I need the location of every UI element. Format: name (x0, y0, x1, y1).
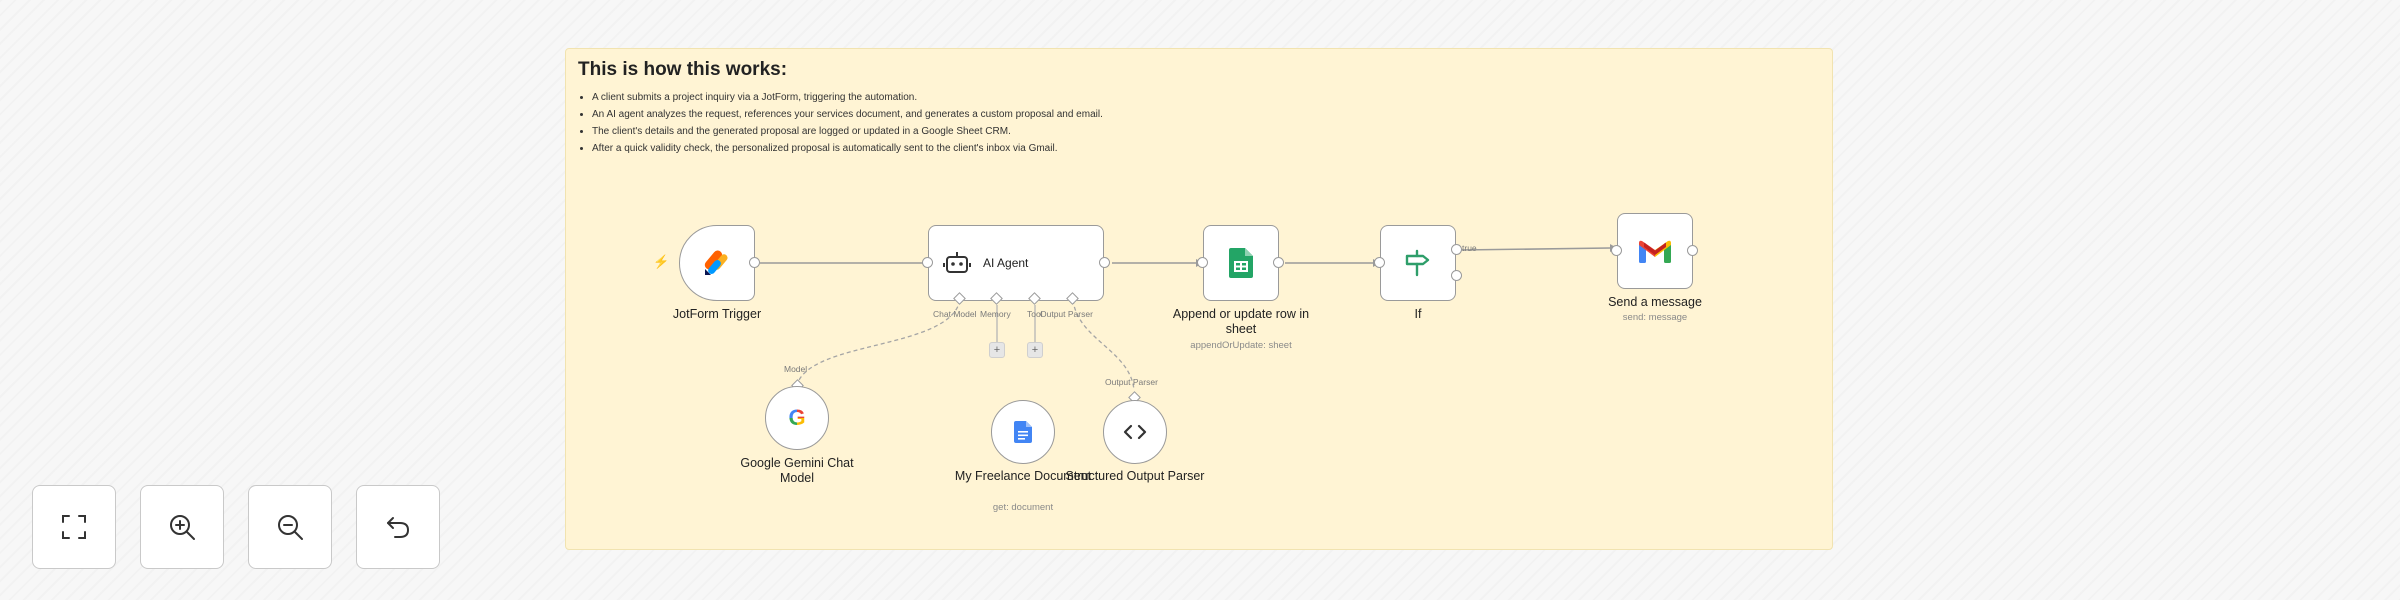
sticky-note[interactable]: This is how this works: A client submits… (565, 48, 1833, 550)
google-docs-node[interactable] (991, 400, 1055, 464)
sheets-output-port[interactable] (1273, 257, 1284, 268)
sticky-bullets: A client submits a project inquiry via a… (578, 89, 1103, 157)
if-label: If (1414, 307, 1422, 321)
ai-agent-input-port[interactable] (922, 257, 933, 268)
jotform-trigger-node[interactable] (679, 225, 755, 301)
sheets-label: Append or update row in sheet (1172, 307, 1310, 336)
model-connection-label: Model (784, 364, 808, 374)
connection-if-gmail (1459, 247, 1611, 251)
output-parser-port-label: Output Parser (1040, 309, 1093, 319)
google-sheets-node[interactable] (1203, 225, 1279, 301)
sticky-bullet: The client's details and the generated p… (592, 123, 1103, 140)
gmail-input-port[interactable] (1611, 245, 1622, 256)
output-parser-connection-label: Output Parser (1105, 377, 1158, 387)
connection-agent-output-parser (1072, 299, 1135, 391)
if-input-port[interactable] (1374, 257, 1385, 268)
robot-icon (943, 252, 971, 273)
sheets-input-port[interactable] (1197, 257, 1208, 268)
memory-port-label: Memory (980, 309, 1011, 319)
gmail-output-port[interactable] (1687, 245, 1698, 256)
gemini-label: Google Gemini Chat Model (740, 456, 854, 485)
jotform-output-port[interactable] (749, 257, 760, 268)
zoom-out-button[interactable] (248, 485, 332, 569)
structured-output-parser-node[interactable] (1103, 400, 1167, 464)
sticky-bullet: A client submits a project inquiry via a… (592, 89, 1103, 106)
fit-view-button[interactable] (32, 485, 116, 569)
fullscreen-icon (62, 515, 86, 539)
document-label: My Freelance Document (954, 469, 1092, 483)
add-tool-button[interactable]: + (1027, 342, 1043, 358)
trigger-bolt-icon: ⚡ (653, 254, 670, 269)
sticky-title: This is how this works: (578, 59, 788, 80)
gmail-label: Send a message (1608, 295, 1702, 309)
ai-agent-node[interactable]: AI Agent (928, 225, 1104, 301)
sticky-bullet: After a quick validity check, the person… (592, 140, 1103, 157)
signpost-icon (1405, 249, 1430, 277)
google-docs-icon (1014, 421, 1032, 443)
zoom-out-icon (278, 515, 303, 540)
google-g-icon: G (788, 405, 806, 430)
sticky-bullet: An AI agent analyzes the request, refere… (592, 106, 1103, 123)
google-sheets-icon (1229, 248, 1253, 278)
reset-zoom-button[interactable] (356, 485, 440, 569)
google-gemini-node[interactable]: G (765, 386, 829, 450)
if-false-port[interactable] (1451, 270, 1462, 281)
chat-model-port-label: Chat Model (933, 309, 977, 319)
sheets-sublabel: appendOrUpdate: sheet (1190, 340, 1292, 351)
if-true-port[interactable] (1451, 244, 1462, 255)
zoom-in-icon (170, 515, 195, 540)
parser-label: Structured Output Parser (1065, 469, 1205, 483)
ai-agent-label: AI Agent (983, 256, 1029, 270)
ai-agent-output-port[interactable] (1099, 257, 1110, 268)
tool-port-label: Tool (1027, 309, 1043, 319)
gmail-node[interactable] (1617, 213, 1693, 289)
true-branch-label: true (1462, 243, 1477, 253)
gmail-sublabel: send: message (1622, 312, 1688, 323)
if-node[interactable] (1380, 225, 1456, 301)
add-memory-button[interactable]: + (989, 342, 1005, 358)
zoom-in-button[interactable] (140, 485, 224, 569)
code-brackets-icon (1123, 424, 1147, 440)
jotform-icon (704, 250, 728, 275)
undo-icon (387, 517, 409, 538)
jotform-label: JotForm Trigger (672, 307, 762, 321)
gmail-icon (1639, 240, 1671, 263)
document-sublabel: get: document (992, 502, 1054, 513)
